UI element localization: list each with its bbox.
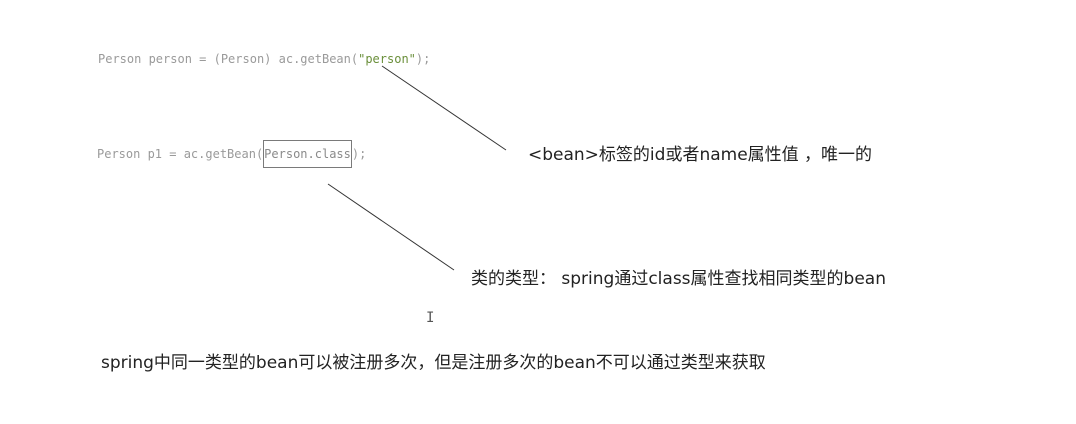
code-line-2-prefix: Person p1 = ac.getBean( [97,147,264,161]
class-highlight-box: Person.class [263,140,352,168]
text-cursor-icon: I [426,310,435,326]
code-line-1-suffix: ); [415,52,431,66]
footer-note: spring中同一类型的bean可以被注册多次，但是注册多次的bean不可以通过… [101,353,766,373]
code-line-2-suffix: ); [351,147,367,161]
annotation-class-type: 类的类型： spring通过class属性查找相同类型的bean [471,269,886,289]
pointer-line-2 [327,183,455,271]
code-line-1-prefix: Person person = (Person) ac.getBean( [98,52,359,66]
annotation-id-name-unique: <bean>标签的id或者name属性值 ，唯一的 [528,145,873,165]
pointer-line-1 [381,65,507,151]
code-line-1-string: "person" [358,52,416,66]
code-line-get-bean-by-name: Person person = (Person) ac.getBean("per… [98,51,430,67]
code-line-get-bean-by-class: Person p1 = ac.getBean(Person.class); [97,140,367,168]
